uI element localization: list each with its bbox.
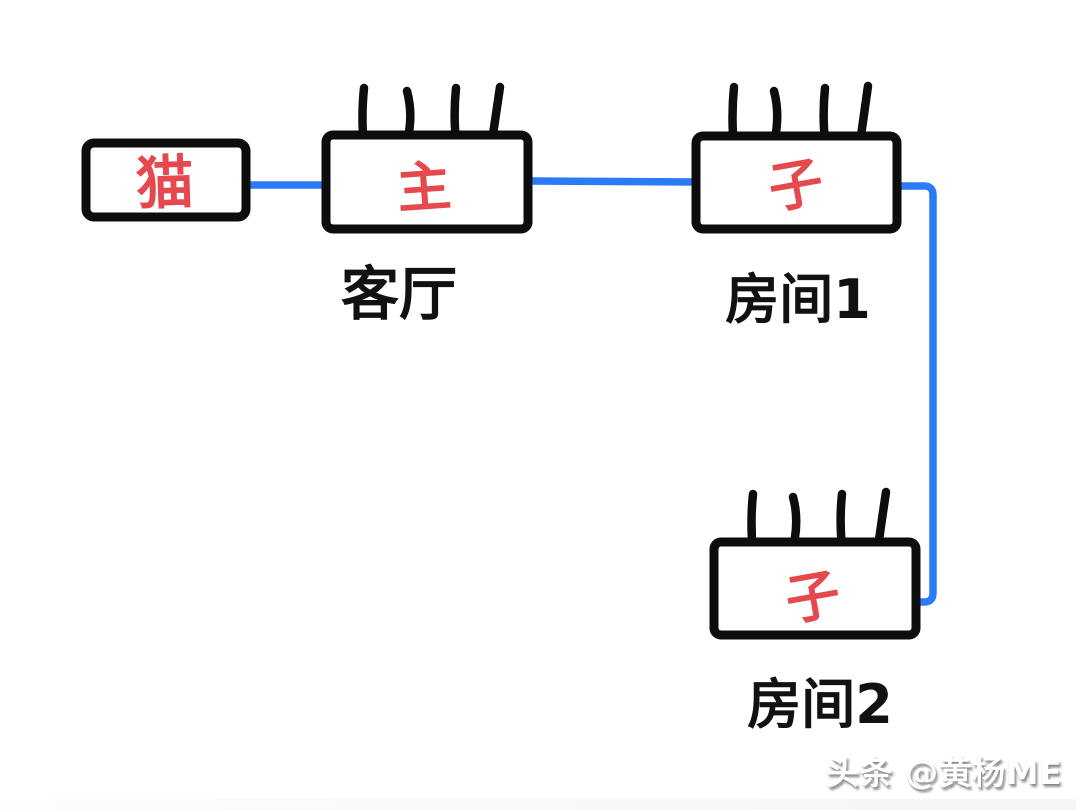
sub-router-1-box	[691, 131, 902, 234]
node-modem: 猫	[81, 138, 251, 222]
sub-router-2-device-label: 子	[781, 562, 845, 633]
sub-router-1-device-label: 子	[764, 150, 828, 221]
sub-router-2-box	[709, 537, 921, 640]
sub-router-2-room-label: 房间2	[747, 673, 893, 736]
main-router-box	[321, 130, 533, 234]
main-router-room-label: 客厅	[341, 260, 457, 328]
main-router-device-label: 主	[395, 154, 453, 221]
node-sub-router-1: 子 房间1	[691, 81, 902, 331]
cable-main-to-sub1	[527, 177, 701, 186]
bottom-edge-strip	[0, 799, 1076, 810]
toutiao-watermark: 头条 @黄杨ME	[826, 753, 1062, 792]
node-main-router: 主 客厅	[321, 82, 533, 328]
cable-sub1-to-sub2	[895, 182, 937, 606]
modem-box	[81, 138, 251, 222]
node-sub-router-2: 子 房间2	[709, 487, 921, 736]
modem-device-label: 猫	[135, 148, 195, 218]
sub-router-1-room-label: 房间1	[725, 268, 871, 331]
